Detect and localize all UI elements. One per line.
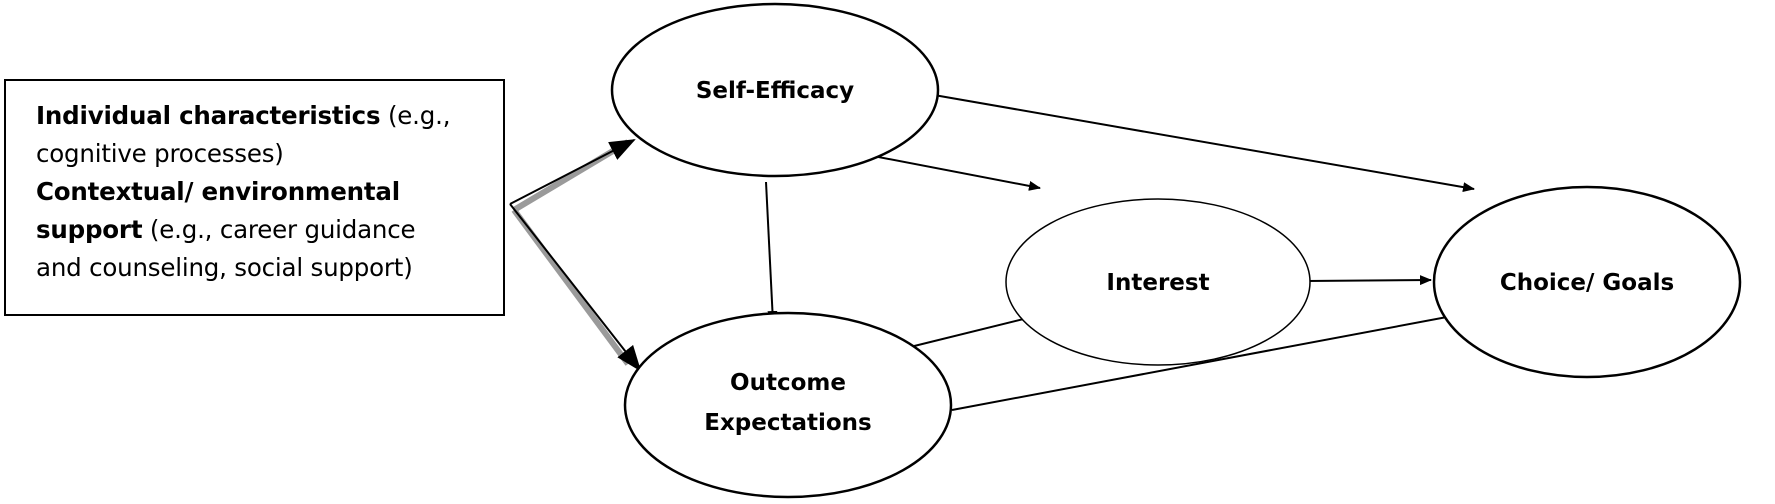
outcome-expectations-ellipse — [623, 311, 953, 499]
node-outcome-expectations: Outcome Expectations — [623, 311, 953, 499]
contextual-support-heading-part1: Contextual/ environmental — [36, 177, 400, 206]
input-arrows — [509, 139, 642, 372]
self-efficacy-to-outcome-arrow — [765, 181, 778, 323]
outcome-to-interest-arrow — [897, 311, 1045, 351]
choice-goals-label: Choice/ Goals — [1500, 270, 1674, 296]
interest-label: Interest — [1106, 270, 1209, 296]
individual-characteristics-heading: Individual characteristics — [36, 101, 381, 130]
self-efficacy-label: Self-Efficacy — [696, 78, 854, 104]
interest-ellipse — [1005, 198, 1311, 366]
choice-goals-ellipse — [1432, 185, 1742, 379]
self-efficacy-to-choice-goals-arrow — [933, 94, 1475, 193]
input-to-self-efficacy-arrow — [509, 139, 636, 205]
input-to-outcome-arrow — [509, 203, 642, 372]
individual-characteristics-line: Individual characteristics (e.g., — [36, 97, 493, 135]
interest-to-choice-goals-arrow — [1305, 275, 1432, 286]
self-efficacy-ellipse — [610, 2, 940, 178]
input-to-outcome-shadow — [511, 208, 631, 366]
outcome-to-choice-goals-arrow — [951, 308, 1480, 411]
contextual-support-heading-line: Contextual/ environmental — [36, 173, 493, 211]
self-efficacy-to-interest-arrow — [867, 154, 1041, 191]
outcome-expectations-label-line2: Expectations — [704, 410, 872, 436]
node-self-efficacy: Self-Efficacy — [610, 2, 940, 178]
input-factors-box: Individual characteristics (e.g., cognit… — [4, 79, 505, 316]
individual-characteristics-example-line: cognitive processes) — [36, 139, 284, 168]
outcome-expectations-label-line1: Outcome — [730, 370, 846, 396]
node-choice-goals: Choice/ Goals — [1432, 185, 1742, 379]
contextual-support-example-line: and counseling, social support) — [36, 253, 413, 282]
node-interest: Interest — [1005, 198, 1311, 366]
construct-arrows — [765, 94, 1480, 411]
contextual-support-line: support (e.g., career guidance — [36, 211, 493, 249]
individual-characteristics-example-start: (e.g., — [380, 101, 451, 130]
contextual-support-example-start: (e.g., career guidance — [142, 215, 416, 244]
contextual-support-heading-part2: support — [36, 215, 143, 244]
